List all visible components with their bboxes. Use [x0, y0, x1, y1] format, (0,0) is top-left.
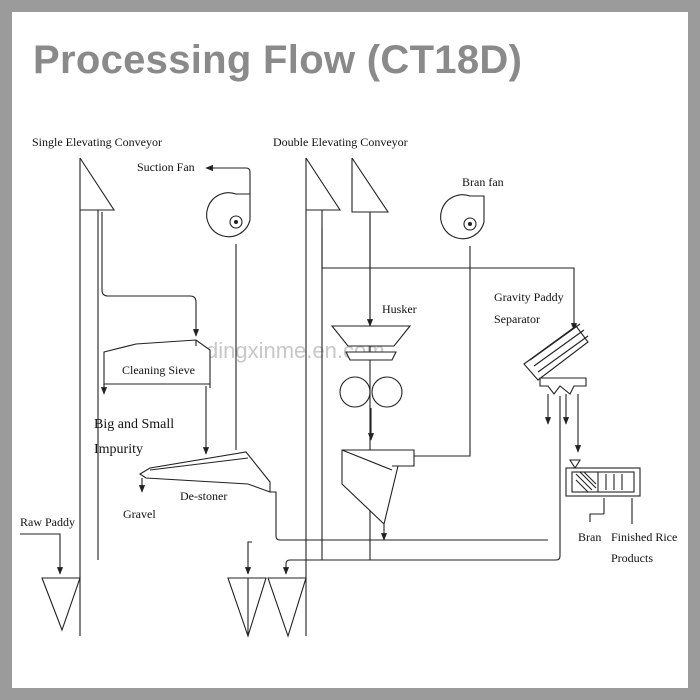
bran-fan: [440, 194, 485, 240]
label-cleaning-sieve: Cleaning Sieve: [122, 363, 195, 377]
label-bran: Bran: [578, 530, 601, 544]
return-to-double-conveyor-b: [282, 396, 561, 575]
label-single-elevating-conveyor: Single Elevating Conveyor: [32, 135, 162, 149]
label-double-elevating-conveyor: Double Elevating Conveyor: [273, 135, 408, 149]
label-bran-fan: Bran fan: [462, 175, 504, 189]
de-stoner: [138, 451, 271, 493]
bran-fan-line: [414, 246, 471, 457]
husk-separator: [341, 449, 415, 526]
label-big-small: Big and Small: [94, 417, 174, 432]
single-elevating-conveyor: [41, 157, 116, 636]
raw-paddy-arrow: [20, 533, 64, 575]
label-raw-paddy: Raw Paddy: [20, 515, 75, 529]
suction-fan-exhaust-line: [205, 164, 251, 194]
rice-grader: [565, 459, 641, 514]
husker: [330, 325, 412, 408]
conveyor-to-sieve-line: [101, 212, 200, 337]
gravity-paddy-separator: [523, 323, 589, 395]
label-suction-fan: Suction Fan: [137, 160, 195, 174]
label-husker: Husker: [382, 302, 417, 316]
label-products: Products: [611, 551, 653, 565]
suction-fan: [206, 192, 251, 238]
label-finished-rice: Finished Rice: [611, 530, 677, 544]
label-gravel: Gravel: [123, 507, 156, 521]
bran-output-line: [589, 513, 604, 522]
destoner-output-line: [270, 491, 548, 541]
to-double-conveyor-a: [244, 541, 252, 575]
page-title: Processing Flow (CT18D): [33, 38, 523, 82]
label-separator: Separator: [494, 312, 540, 326]
label-de-stoner: De-stoner: [180, 489, 227, 503]
label-impurity: Impurity: [94, 442, 143, 457]
conveyor-to-separator-line: [321, 228, 578, 331]
label-gravity-paddy: Gravity Paddy: [494, 290, 564, 304]
